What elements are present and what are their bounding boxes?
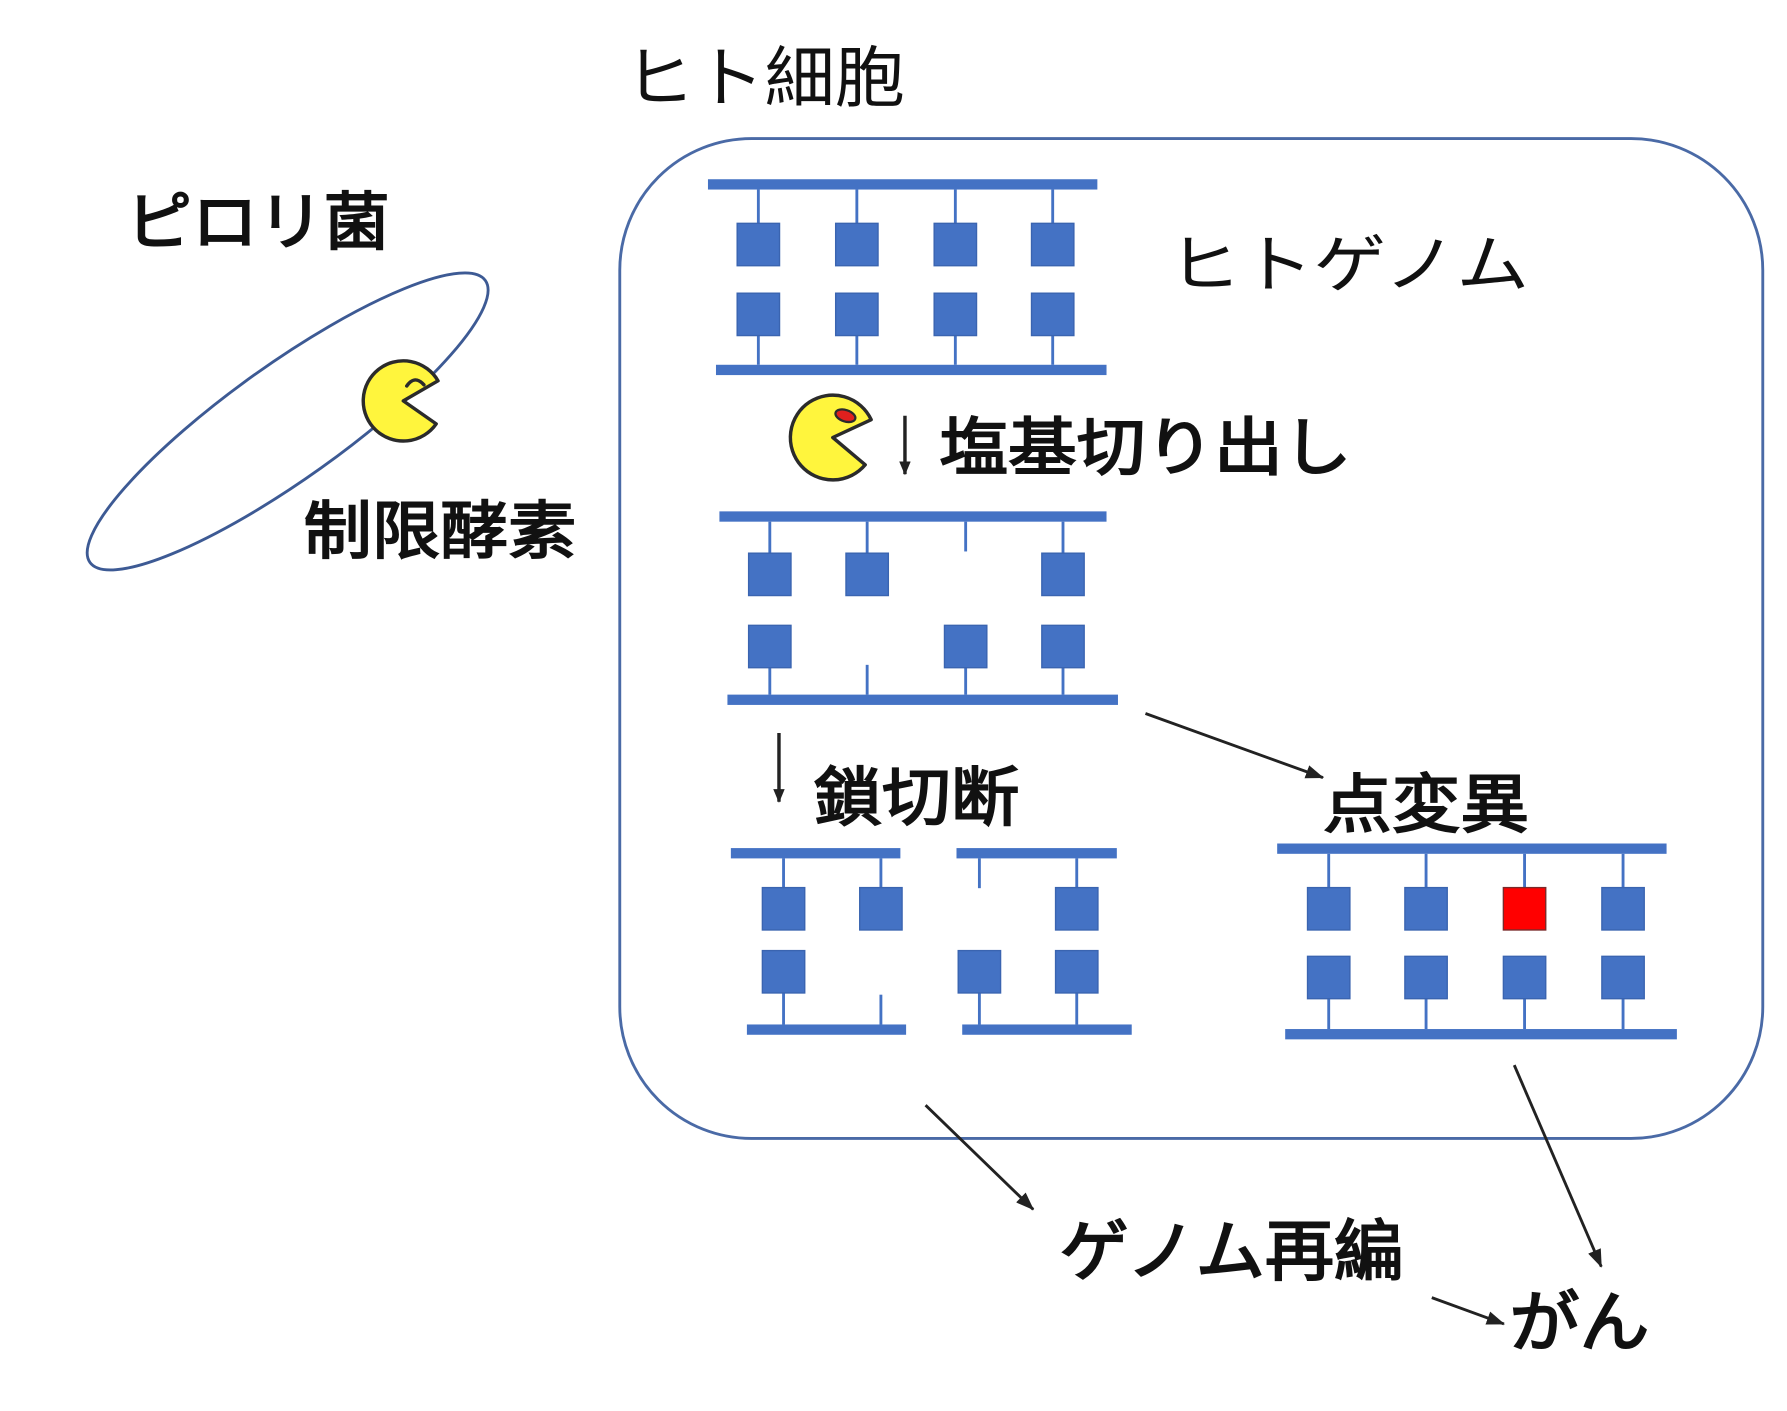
enzyme-body (361, 359, 440, 443)
dna-backbone-top (956, 848, 1117, 859)
dna-base (1306, 886, 1351, 931)
dna-base (1054, 949, 1099, 994)
dna-base (859, 886, 903, 931)
dna-backbone-top (707, 179, 1098, 190)
dna-backbone-bottom (715, 364, 1107, 376)
dna-backbone-top (719, 511, 1107, 522)
dna-base (736, 222, 781, 267)
human-genome-label: ヒトゲノム (1168, 228, 1529, 301)
dna-base (957, 949, 1002, 994)
mutated-base (1502, 886, 1547, 931)
dna-base (1601, 955, 1645, 1000)
dna-base (933, 222, 978, 267)
dna-base (1306, 955, 1351, 1000)
h-pylori-label: ピロリ菌 (126, 186, 389, 259)
dna-base (1030, 292, 1075, 337)
active-enzyme-red-eye (834, 408, 857, 424)
dna-backbone-top (730, 848, 901, 859)
dna-base (933, 292, 978, 337)
dna-base (1041, 552, 1085, 597)
dna-base (1030, 222, 1075, 267)
active-enzyme-pacman-icon (788, 393, 873, 482)
dna-backbone-bottom (1285, 1029, 1677, 1040)
dna-base (761, 886, 806, 931)
dna-base (943, 624, 988, 669)
dna-base (747, 552, 792, 597)
restriction-enzyme-label: 制限酵素 (304, 495, 577, 568)
dna-base (1404, 886, 1448, 931)
restriction-enzyme-pacman-icon (361, 359, 440, 443)
human-cell-label: ヒト細胞 (624, 39, 905, 117)
dna-base (1404, 955, 1448, 1000)
dna-backbone-bottom (962, 1024, 1132, 1035)
to-genome-rearrangement-arrow-icon (924, 1104, 1035, 1211)
dna-base (1502, 955, 1547, 1000)
dna-base (736, 292, 781, 337)
dna-backbone-bottom (746, 1024, 907, 1035)
to-point-mutation-arrow-icon (1144, 712, 1325, 779)
genome-dna-diagrams (707, 179, 1677, 1040)
dna-intact (707, 179, 1107, 376)
strand-break-label: 鎖切断 (813, 761, 1019, 836)
dna-base (747, 624, 792, 669)
dna-base (834, 222, 879, 267)
dna-strand-break-right-fragment (956, 848, 1132, 1035)
point-mutation-label: 点変異 (1323, 768, 1529, 843)
dna-base (845, 552, 890, 597)
h-pylori-cell-outline (85, 271, 490, 572)
mutation-to-cancer-arrow-icon (1512, 1064, 1603, 1268)
dna-base (834, 292, 879, 337)
dna-backbone-bottom (727, 694, 1118, 705)
dna-strand-break-left-fragment (730, 848, 907, 1035)
dna-base (1041, 624, 1085, 669)
genome-rearrangement-label: ゲノム再編 (1060, 1213, 1404, 1291)
human-cell-boundary (618, 137, 1765, 1140)
dna-point-mutated (1277, 843, 1677, 1040)
cancer-label: がん (1510, 1284, 1650, 1362)
dna-base (761, 949, 806, 994)
dna-backbone-top (1277, 843, 1667, 854)
active-enzyme-body (788, 393, 873, 482)
dna-base-excised (719, 511, 1118, 705)
dna-base (1601, 886, 1645, 931)
enzyme-closed-eye (405, 378, 426, 388)
rearrangement-to-cancer-arrow-icon (1431, 1296, 1506, 1326)
dna-base (1054, 886, 1099, 931)
base-excision-label: 塩基切り出し (939, 412, 1351, 485)
